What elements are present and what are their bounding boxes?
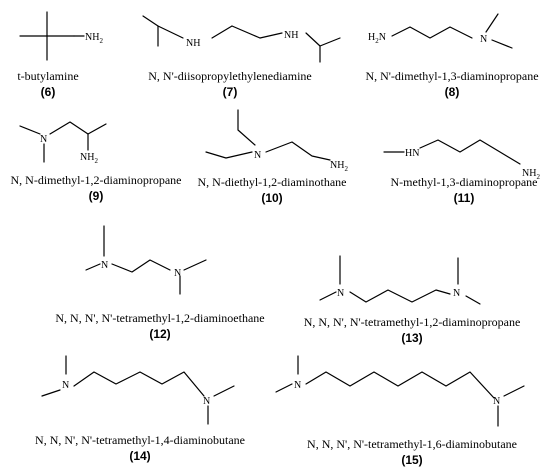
bond [485, 13, 499, 33]
compound-name: N, N'-dimethyl-1,3-diaminopropane [365, 69, 538, 83]
bond [49, 121, 107, 135]
structure-10: N NH2 N, N-diethyl-1,2-diaminothane (10) [198, 109, 348, 205]
compound-number: (9) [89, 189, 104, 203]
atom-label: NH2 [85, 32, 103, 45]
structure-13: N N N, N, N', N'-tetramethyl-1,2-diamino… [304, 255, 521, 345]
compound-number: (14) [129, 449, 150, 463]
compound-number: (10) [261, 191, 282, 205]
bond [211, 25, 233, 39]
structure-9: N NH2 N, N-dimethyl-1,2-diaminopropane (… [11, 121, 182, 203]
compound-number: (6) [41, 85, 56, 99]
bond [305, 371, 495, 399]
compound-name: N, N, N', N'-tetramethyl-1,2-diaminoetha… [55, 311, 264, 325]
atom-label: N [174, 268, 181, 279]
atom-label: N [254, 150, 261, 161]
structure-14: N N N, N, N', N'-tetramethyl-1,4-diamino… [35, 355, 245, 463]
compound-name: N, N'-diisopropylethylenediamine [148, 69, 311, 83]
atom-label: N [453, 288, 460, 299]
bond [205, 151, 253, 159]
compound-name: N, N, N', N'-tetramethyl-1,2-diaminoprop… [304, 315, 521, 329]
atom-label: N [203, 396, 210, 407]
bond [259, 32, 283, 39]
bond [349, 289, 451, 303]
atom-label: N [101, 260, 108, 271]
compound-number: (13) [401, 331, 422, 345]
compound-number: (12) [149, 327, 170, 341]
bond [183, 259, 207, 271]
compound-name: N, N-diethyl-1,2-diaminothane [198, 175, 347, 189]
atom-label: HN [405, 148, 419, 159]
bond [213, 385, 235, 397]
compound-number: (15) [401, 453, 422, 467]
compound-number: (7) [223, 85, 238, 99]
bond [419, 139, 521, 165]
structure-8: H2N N N, N'-dimethyl-1,3-diaminopropane … [365, 13, 539, 99]
structure-15: N N N, N, N', N'-tetramethyl-1,6-diamino… [275, 355, 525, 467]
atom-label: H2N [368, 32, 386, 45]
bond [231, 25, 261, 39]
compound-number: (11) [454, 191, 475, 205]
bond [503, 385, 525, 397]
atom-label: NH2 [522, 168, 540, 181]
compound-name: N, N, N', N'-tetramethyl-1,6-diaminobuta… [307, 437, 517, 451]
atom-label: N [480, 34, 487, 45]
bond [85, 263, 101, 271]
structure-7: NH NH N, N'-diisopropylethylenediamine (… [142, 15, 341, 99]
atom-label: N [337, 288, 344, 299]
atom-label: NH2 [80, 152, 98, 165]
structure-12: N N N, N, N', N'-tetramethyl-1,2-diamino… [55, 225, 265, 341]
bond [465, 295, 481, 305]
structure-6: NH2 t-butylamine (6) [17, 11, 103, 99]
bond [319, 291, 337, 301]
bond [265, 141, 331, 161]
bond [305, 32, 341, 47]
bond [111, 259, 171, 273]
atom-label: NH2 [330, 160, 348, 173]
bond [41, 389, 61, 397]
compound-name: t-butylamine [17, 69, 78, 83]
atom-label: N [493, 396, 500, 407]
bond [275, 383, 293, 393]
atom-label: NH [186, 38, 200, 49]
atom-label: N [40, 134, 47, 145]
bond [19, 125, 41, 135]
bond [491, 39, 513, 49]
bond [73, 371, 205, 397]
compound-name: N-methyl-1,3-diaminopropane [391, 175, 538, 189]
compound-name: N, N, N', N'-tetramethyl-1,4-diaminobuta… [35, 433, 245, 447]
compound-name: N, N-dimethyl-1,2-diaminopropane [11, 173, 182, 187]
bond [237, 109, 256, 146]
bond [157, 25, 184, 39]
atom-label: N [294, 380, 301, 391]
bond [391, 26, 473, 39]
compound-number: (8) [445, 85, 460, 99]
atom-label: NH [284, 30, 298, 41]
atom-label: N [62, 380, 69, 391]
structure-11: HN NH2 N-methyl-1,3-diaminopropane (11) [383, 139, 540, 205]
bond [142, 15, 159, 47]
